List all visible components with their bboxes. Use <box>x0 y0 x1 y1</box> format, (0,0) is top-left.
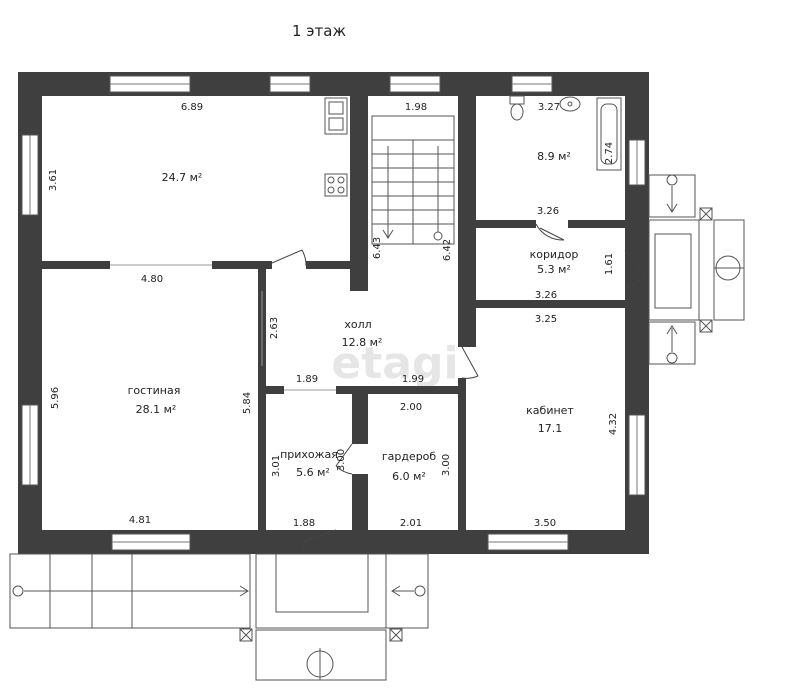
dim-office-top: 3.25 <box>535 314 557 325</box>
interior-walls <box>42 96 625 530</box>
bathroom-area: 8.9 м² <box>537 150 571 163</box>
dim-wardrobe-right: 3.00 <box>441 454 452 476</box>
hall-area: 12.8 м² <box>342 336 383 349</box>
dim-kitchen-bottom: 4.80 <box>141 274 163 285</box>
wardrobe-name: гардероб <box>382 450 437 463</box>
opening-lines <box>110 264 336 391</box>
dim-hall-bottom-left: 1.89 <box>296 374 318 385</box>
office-area: 17.1 <box>538 422 563 435</box>
staircase <box>371 115 455 245</box>
doors <box>271 223 646 555</box>
dim-office-bottom: 3.50 <box>534 518 556 529</box>
entrance-porch <box>239 553 429 681</box>
dim-stair-right: 6.42 <box>442 239 453 261</box>
dim-entry-right: 3.00 <box>336 449 347 471</box>
front-terrace <box>9 553 251 629</box>
corridor-name: коридор <box>530 248 579 261</box>
hall-name: холл <box>344 318 371 331</box>
dim-corridor-bottom: 3.26 <box>535 290 557 301</box>
room-labels: 24.7 м² 8.9 м² коридор 5.3 м² холл 12.8 … <box>128 150 579 483</box>
bathroom-fixtures <box>509 95 622 171</box>
dim-living-right: 5.84 <box>242 392 253 414</box>
floor-title: 1 этаж <box>292 22 346 40</box>
dim-corridor-right: 1.61 <box>604 253 615 275</box>
dim-bath-top: 3.27 <box>538 102 560 113</box>
living-area: 28.1 м² <box>136 403 177 416</box>
dim-hall-left: 2.63 <box>269 317 280 339</box>
dim-entry-bottom: 1.88 <box>293 518 315 529</box>
corridor-area: 5.3 м² <box>537 263 571 276</box>
living-name: гостиная <box>128 384 181 397</box>
side-porch <box>648 174 745 365</box>
kitchen-fixtures <box>324 97 348 197</box>
dim-kitchen-left: 3.61 <box>48 169 59 191</box>
dim-bath-right: 2.74 <box>604 142 615 164</box>
dim-hall-bottom-right: 1.99 <box>402 374 424 385</box>
wardrobe-area: 6.0 м² <box>392 470 426 483</box>
office-name: кабинет <box>526 404 574 417</box>
dim-entry-left: 3.01 <box>271 455 282 477</box>
entry-area: 5.6 м² <box>296 466 330 479</box>
dim-living-left: 5.96 <box>50 387 61 409</box>
kitchen-area: 24.7 м² <box>162 171 203 184</box>
dim-wardrobe-bottom: 2.01 <box>400 518 422 529</box>
entry-name: прихожая <box>280 448 338 461</box>
dim-wardrobe-top: 2.00 <box>400 402 422 413</box>
windows <box>21 75 646 551</box>
dim-stair-top: 1.98 <box>405 102 427 113</box>
dim-kitchen-top: 6.89 <box>181 102 203 113</box>
watermark: etagi <box>331 338 458 389</box>
dim-bath-bottom: 3.26 <box>537 206 559 217</box>
dim-living-bottom: 4.81 <box>129 515 151 526</box>
dimensions: 6.89 3.61 4.80 1.98 6.43 6.42 3.27 2.74 … <box>48 102 619 529</box>
outer-walls <box>18 72 649 554</box>
dim-office-right: 4.32 <box>608 413 619 435</box>
window-lines <box>29 83 638 543</box>
dim-stair-left: 6.43 <box>372 237 383 259</box>
